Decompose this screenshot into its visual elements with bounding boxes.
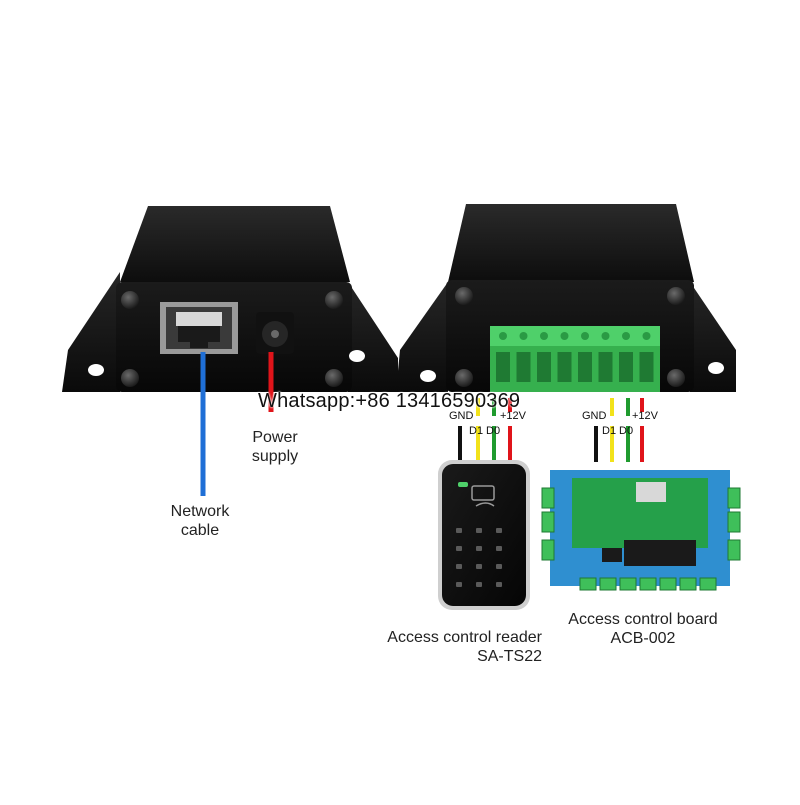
terminal-block-icon (490, 326, 660, 392)
right-flange (690, 282, 736, 392)
keypad-key (496, 546, 502, 551)
transmitter-box (62, 206, 398, 392)
flange-hole (88, 364, 104, 376)
board-terminal (727, 539, 741, 561)
board-pin-gnd: GND (582, 410, 607, 422)
screw-icon (455, 287, 473, 305)
board-terminal (579, 577, 597, 591)
terminal-slot (496, 352, 510, 382)
screw-icon (325, 291, 343, 309)
screw-icon (455, 369, 473, 387)
board-pin-d1: D1 (602, 425, 617, 437)
dc-jack-icon (256, 312, 294, 354)
board-terminal (541, 539, 555, 561)
keypad (456, 528, 502, 587)
screw-icon (667, 287, 685, 305)
power-supply-label-line1: Power (252, 429, 298, 446)
rj45-port-icon (160, 302, 238, 354)
board-wires (594, 398, 644, 462)
keypad-key (496, 564, 502, 569)
board-label-line1: Access control board (568, 611, 718, 628)
reader-wires (458, 398, 512, 462)
flange-hole (349, 350, 365, 362)
right-flange (348, 282, 398, 392)
whatsapp-watermark: Whatsapp:+86 13416590369 (258, 390, 521, 412)
screw-icon (667, 369, 685, 387)
board-pin-12v: +12V (632, 410, 658, 422)
reader-pin-d1: D1 (469, 425, 484, 437)
network-cable-label-line2: cable (180, 522, 220, 539)
keypad-key (456, 546, 462, 551)
reader-label: Access control reader SA-TS22 (352, 628, 542, 666)
box-top (120, 206, 350, 282)
keypad-key (496, 582, 502, 587)
keypad-key (476, 546, 482, 551)
status-led-icon (458, 482, 468, 487)
network-cable-label: Network cable (150, 502, 250, 540)
board-terminal (659, 577, 677, 591)
board-terminal (727, 511, 741, 533)
terminal-slot (537, 352, 551, 382)
board-pin-d0: D0 (619, 425, 634, 437)
board-label-line2: ACB-002 (610, 630, 676, 647)
keypad-key (456, 564, 462, 569)
board-terminal (699, 577, 717, 591)
terminal-slot (516, 352, 531, 382)
access-reader-device (438, 460, 530, 610)
power-supply-label: Power supply (240, 428, 310, 466)
network-cable-label-line1: Network (170, 503, 230, 520)
terminal-slot (557, 352, 572, 382)
board-terminal (541, 487, 555, 509)
keypad-key (476, 582, 482, 587)
reader-pin-d0: D0 (486, 425, 501, 437)
left-flange (396, 282, 448, 392)
board-terminal (599, 577, 617, 591)
reader-pin-12v: +12V (500, 410, 526, 422)
keypad-key (496, 528, 502, 533)
box-top (448, 204, 694, 282)
receiver-box (396, 204, 736, 392)
rfid-card-icon (471, 485, 495, 507)
board-label: Access control board ACB-002 (548, 610, 738, 648)
screw-icon (121, 369, 139, 387)
board-terminal (727, 487, 741, 509)
board-terminal (679, 577, 697, 591)
relay-icon (624, 540, 696, 566)
terminal-slot (598, 352, 613, 382)
terminal-slot (619, 352, 633, 382)
keypad-key (476, 528, 482, 533)
keypad-key (476, 564, 482, 569)
keypad-key (456, 528, 462, 533)
flange-hole (420, 370, 436, 382)
keypad-key (456, 582, 462, 587)
reader-pin-gnd: GND (449, 410, 474, 422)
screw-icon (325, 369, 343, 387)
reader-label-line1: Access control reader (387, 629, 542, 646)
terminal-slot (578, 352, 592, 382)
access-control-board (541, 470, 741, 591)
board-terminal (619, 577, 637, 591)
board-terminal (639, 577, 657, 591)
board-terminal (541, 511, 555, 533)
left-flange (62, 272, 120, 392)
power-supply-label-line2: supply (251, 448, 299, 465)
flange-hole (708, 362, 724, 374)
screw-icon (121, 291, 139, 309)
terminal-slot (639, 352, 654, 382)
reader-label-line2: SA-TS22 (477, 648, 542, 665)
